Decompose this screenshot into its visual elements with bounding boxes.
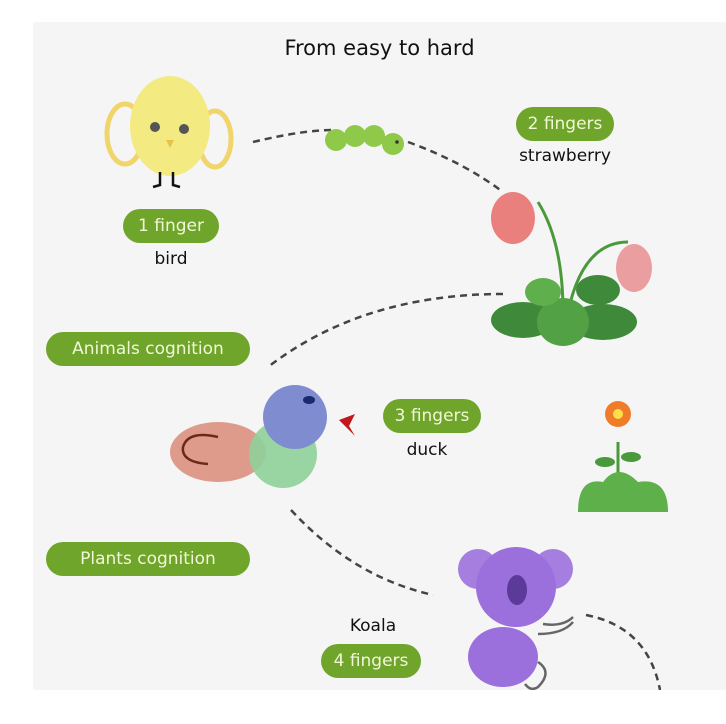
koala-illustration — [458, 547, 574, 690]
strawberry-illustration — [491, 192, 652, 346]
dashed-path-1 — [252, 128, 334, 144]
step-1-fingers-badge: 1 finger — [123, 209, 219, 243]
animals-cognition-badge: Animals cognition — [46, 332, 250, 366]
dashed-path-3 — [267, 292, 504, 368]
step-2-fingers-badge: 2 fingers — [516, 107, 614, 141]
step-3-fingers-badge: 3 fingers — [383, 399, 481, 433]
diagram-canvas: From easy to hard 1 finger bird 2 finger… — [33, 22, 726, 690]
dashed-path-5 — [585, 613, 662, 690]
step-2-name: strawberry — [519, 146, 611, 166]
step-4-name: Koala — [349, 616, 397, 636]
flower-illustration — [578, 401, 668, 512]
step-1-name: bird — [154, 249, 188, 269]
dashed-path-2 — [407, 140, 504, 194]
caterpillar-illustration — [325, 125, 404, 155]
bird-illustration — [104, 76, 234, 189]
duck-illustration — [170, 385, 355, 488]
page-title: From easy to hard — [284, 36, 475, 60]
illustration-layer — [104, 76, 668, 690]
plants-cognition-badge: Plants cognition — [46, 542, 250, 576]
step-4-fingers-badge: 4 fingers — [321, 644, 421, 678]
dashed-path-4 — [290, 509, 434, 597]
step-3-name: duck — [406, 440, 448, 460]
